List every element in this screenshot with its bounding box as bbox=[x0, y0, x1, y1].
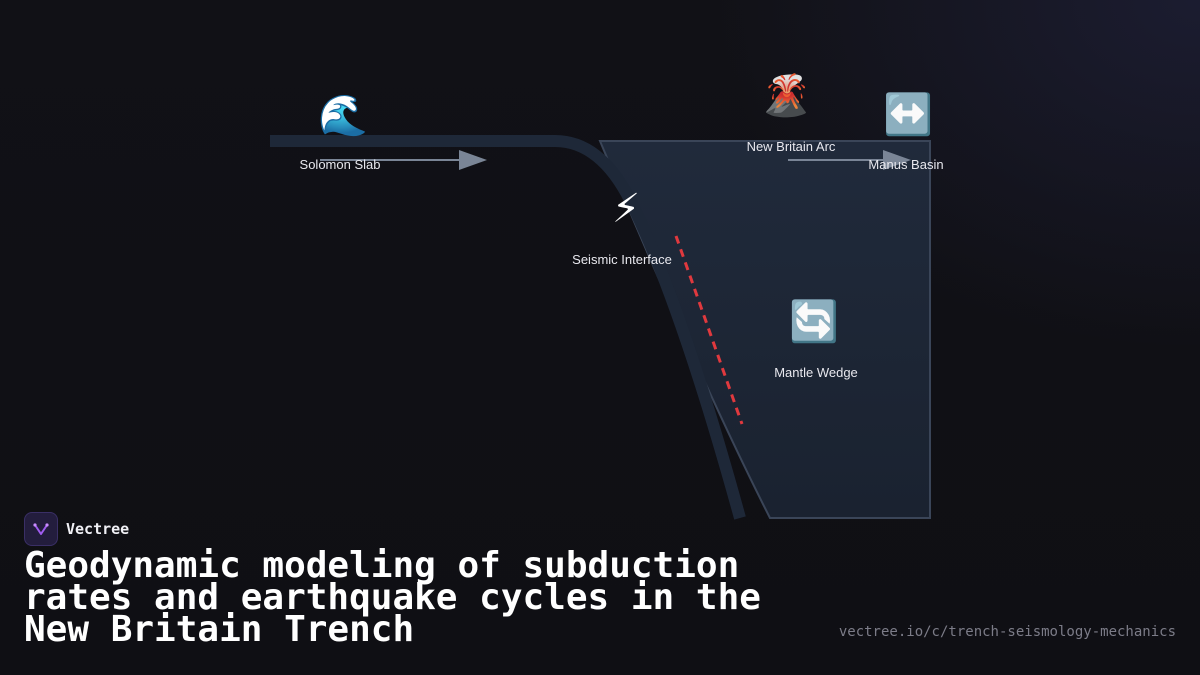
seismic-fault-line bbox=[674, 235, 744, 425]
brand: Vectree bbox=[24, 512, 129, 546]
vectree-logo-icon bbox=[24, 512, 58, 546]
lightning-icon: ⚡ bbox=[611, 186, 641, 232]
source-url: vectree.io/c/trench-seismology-mechanics bbox=[838, 624, 1176, 640]
subducting-slab bbox=[270, 135, 746, 520]
wave-icon: 🌊 bbox=[318, 93, 368, 139]
volcano-icon: 🌋 bbox=[761, 73, 811, 119]
page-title: Geodynamic modeling of subduction rates … bbox=[24, 545, 761, 650]
new-britain-arc-label: New Britain Arc bbox=[746, 139, 836, 154]
backarc-motion-arrowhead bbox=[883, 150, 911, 170]
manus-basin-label: Manus Basin bbox=[868, 157, 944, 172]
mantle-wedge-label: Mantle Wedge bbox=[774, 365, 858, 380]
solomon-slab-label: Solomon Slab bbox=[299, 157, 381, 172]
slab-motion-arrowhead bbox=[459, 150, 487, 170]
counterclockwise-arrows-icon: 🔄 bbox=[789, 299, 839, 345]
left-right-arrow-icon: ↔️ bbox=[883, 92, 933, 138]
brand-name: Vectree bbox=[66, 520, 130, 538]
seismic-interface-label: Seismic Interface bbox=[572, 252, 672, 267]
